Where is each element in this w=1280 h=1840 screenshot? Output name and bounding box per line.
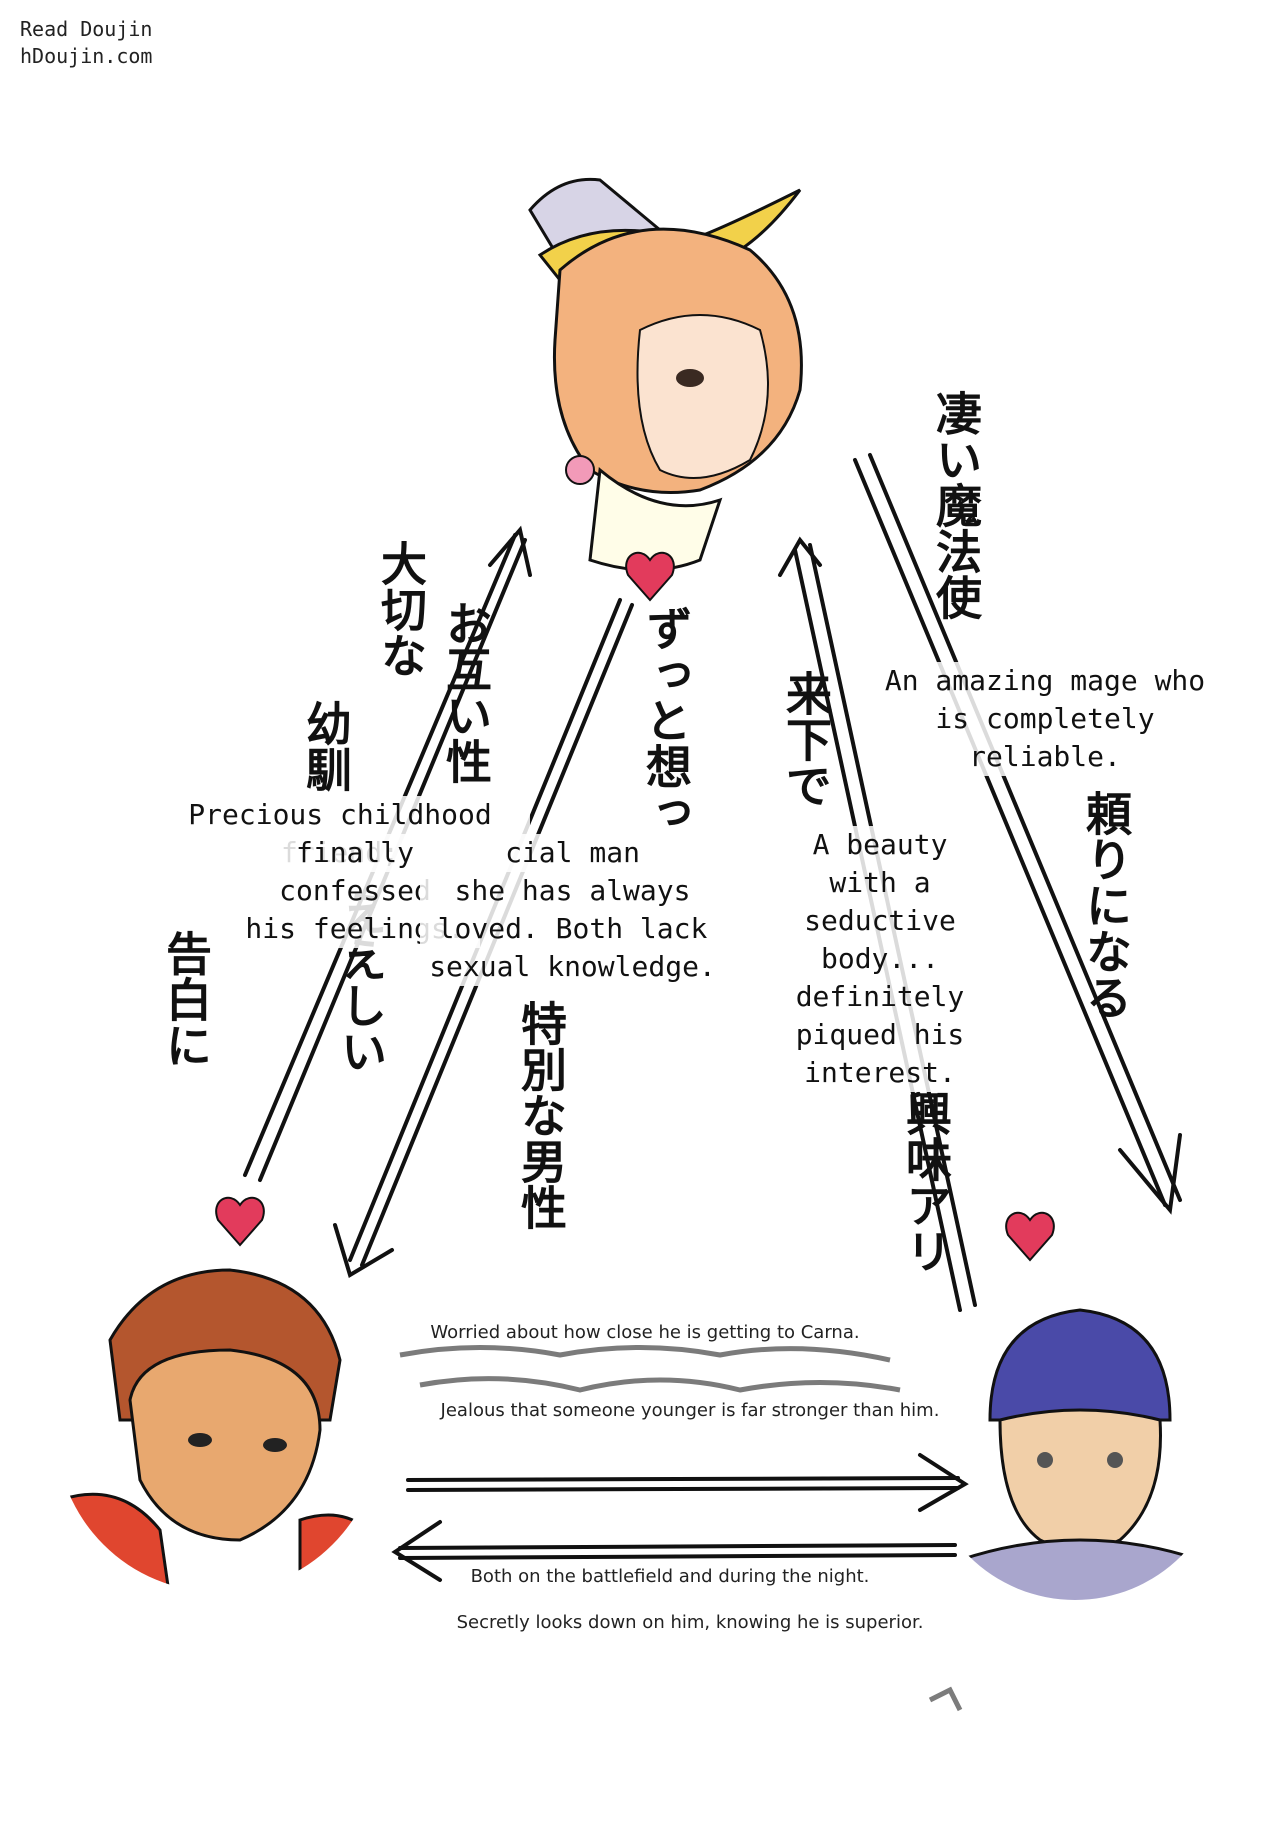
heart-top <box>625 551 675 602</box>
caption-amazing-mage: An amazing mage who is completely reliab… <box>880 662 1210 776</box>
hearts <box>215 551 1055 1262</box>
caption-beauty: A beauty with a seductive body... defini… <box>790 826 970 1092</box>
watermark-line2: hDoujin.com <box>20 44 153 68</box>
jp-text-9: 頼りになる <box>1079 790 1133 1020</box>
watermark: Read Doujin hDoujin.com <box>20 16 152 70</box>
jp-text-4: ずっと想っ <box>639 605 693 835</box>
scribble-marks <box>399 1345 963 1712</box>
caption-worried: Worried about how close he is getting to… <box>410 1322 880 1343</box>
arrow-head-bottom-right <box>1118 1133 1182 1215</box>
arrow-top-to-right <box>853 458 1167 1207</box>
watermark-line1: Read Doujin <box>20 17 153 41</box>
heart-right <box>1005 1211 1055 1262</box>
caption-looks-down: Secretly looks down on him, knowing he i… <box>456 1612 924 1633</box>
arrow-head-top-right <box>778 536 822 577</box>
arrow-head-bottom-left <box>333 1223 394 1279</box>
portrait-carna <box>528 177 803 572</box>
portrait-left-character <box>56 1268 380 1592</box>
portrait-right-character <box>925 1300 1225 1600</box>
jp-text-8: 凄い魔法使 <box>929 390 983 620</box>
jp-text-5: 特別な男性 <box>514 1000 568 1230</box>
heart-left <box>215 1196 265 1247</box>
arrow-head-left <box>391 1520 442 1582</box>
caption-battlefield: Both on the battlefield and during the n… <box>470 1566 870 1587</box>
jp-text-6: 来下で <box>779 670 833 808</box>
arrow-head-top-left <box>488 525 532 577</box>
jp-text-1: 大切な <box>374 540 428 678</box>
arrow-left-to-right <box>406 1476 960 1482</box>
jp-text-10: 告白に <box>159 930 213 1068</box>
arrow-head-right <box>918 1453 969 1512</box>
caption-jealous: Jealous that someone younger is far stro… <box>430 1400 950 1421</box>
jp-text-3: お互い性 <box>439 600 493 784</box>
arrow-right-to-left <box>398 1543 957 1550</box>
jp-text-2: 幼馴 <box>299 700 353 792</box>
jp-text-7: 興味アリ <box>899 1090 953 1274</box>
caption-special-man: cial man she has always loved. Both lack… <box>420 834 725 986</box>
